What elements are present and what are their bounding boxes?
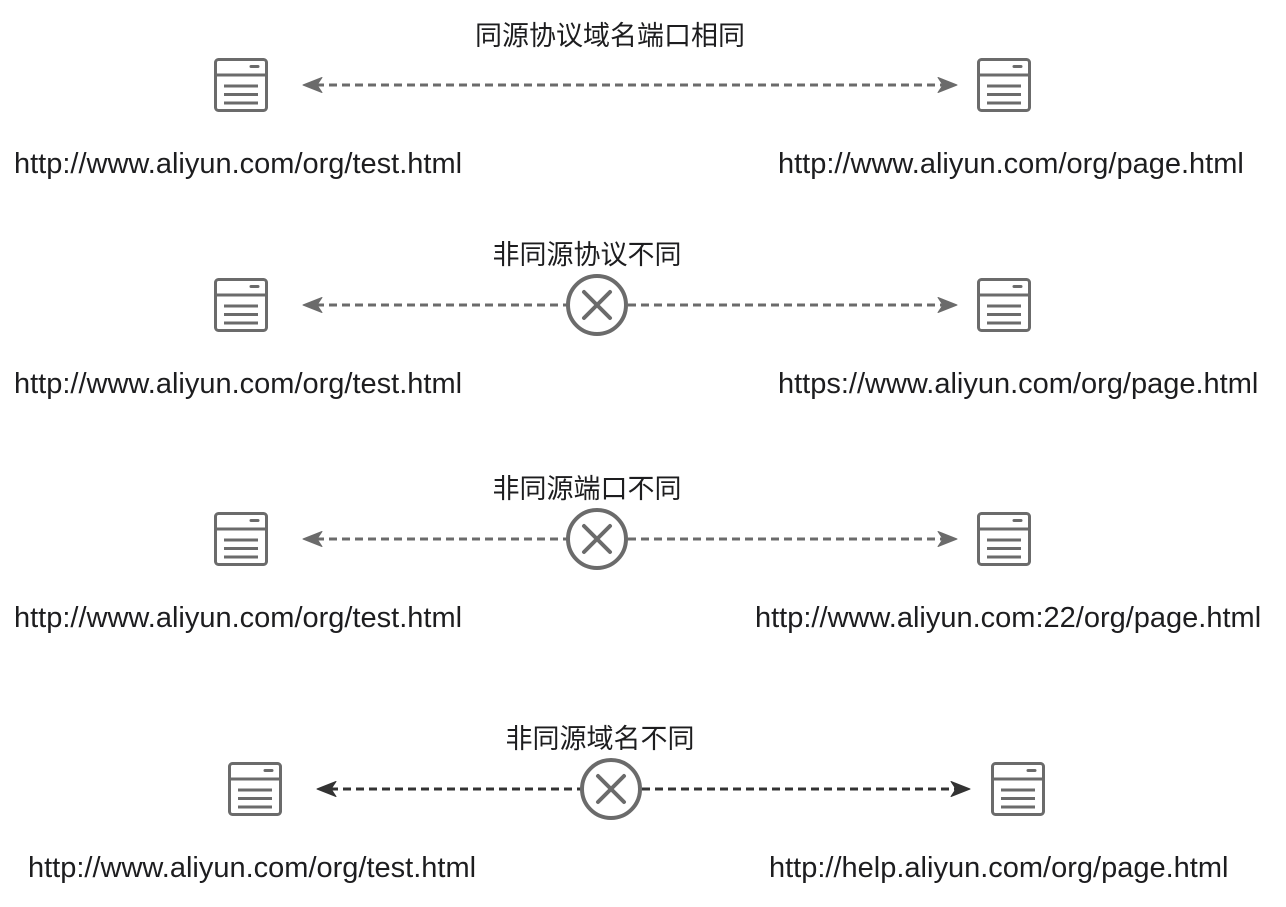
row-2-graphics [214, 274, 1031, 336]
left-url: http://www.aliyun.com/org/test.html [14, 602, 463, 634]
arrowhead-right [937, 77, 958, 93]
cross-circle-icon [566, 508, 628, 570]
cross-circle-icon [566, 274, 628, 336]
server-icon [214, 58, 268, 112]
row-title: 非同源端口不同 [492, 474, 682, 505]
server-icon [977, 512, 1031, 566]
bidirectional-arrow [302, 531, 958, 547]
row-title: 非同源协议不同 [492, 240, 682, 271]
right-url: http://help.aliyun.com/org/page.html [769, 852, 1229, 884]
right-url: https://www.aliyun.com/org/page.html [778, 368, 1259, 400]
left-url: http://www.aliyun.com/org/test.html [14, 368, 463, 400]
arrowhead-right [937, 531, 958, 547]
row-title: 同源协议域名端口相同 [475, 21, 745, 52]
server-icon [214, 512, 268, 566]
left-url: http://www.aliyun.com/org/test.html [14, 148, 463, 180]
arrowhead-left [302, 531, 323, 547]
arrowhead-right [937, 297, 958, 313]
server-icon [214, 278, 268, 332]
arrowhead-left [302, 77, 323, 93]
cross-circle-icon [580, 758, 642, 820]
row-title: 非同源域名不同 [505, 724, 695, 755]
bidirectional-arrow [302, 297, 958, 313]
row-3-graphics [214, 508, 1031, 570]
server-icon [977, 58, 1031, 112]
row-4-graphics [228, 758, 1045, 820]
server-icon [228, 762, 282, 816]
arrowhead-left [316, 781, 337, 797]
arrowhead-left [302, 297, 323, 313]
bidirectional-arrow [302, 77, 958, 93]
right-url: http://www.aliyun.com/org/page.html [778, 148, 1244, 180]
left-url: http://www.aliyun.com/org/test.html [28, 852, 477, 884]
bidirectional-arrow [316, 781, 971, 797]
arrowhead-right [950, 781, 971, 797]
row-1-graphics [214, 58, 1031, 112]
server-icon [977, 278, 1031, 332]
server-icon [991, 762, 1045, 816]
right-url: http://www.aliyun.com:22/org/page.html [755, 602, 1262, 634]
